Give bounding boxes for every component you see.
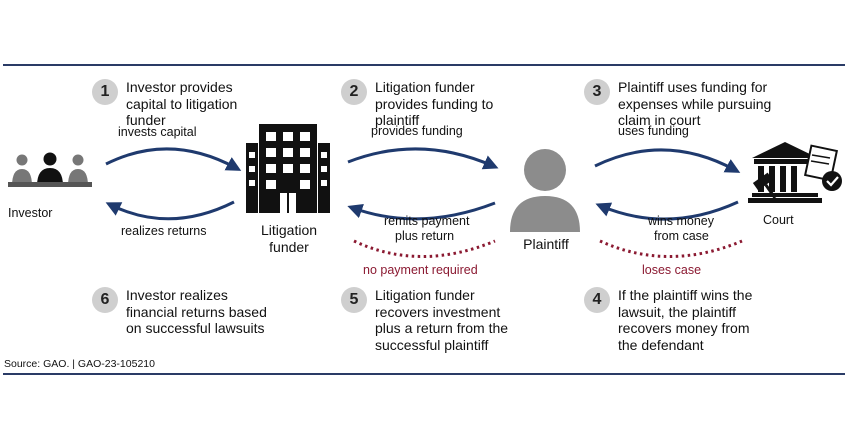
investor-icon	[8, 152, 92, 187]
step-number: 3	[584, 79, 610, 105]
realizes-arrow	[105, 200, 235, 221]
step-6: 6 Investor realizes financial returns ba…	[92, 287, 267, 337]
provides-label: provides funding	[371, 124, 463, 138]
step-number: 6	[92, 287, 118, 313]
funder-label: Litigation funder	[260, 222, 318, 255]
remits-label-2: plus return	[395, 229, 455, 243]
uses-label: uses funding	[618, 124, 689, 138]
wins-label-1: wins money	[648, 214, 714, 228]
invests-arrow	[105, 147, 242, 171]
step-text: Plaintiff uses funding for expenses whil…	[618, 79, 772, 128]
step-number: 1	[92, 79, 118, 105]
no-payment-arc	[353, 239, 496, 258]
step-4: 4 If the plaintiff wins the lawsuit, the…	[584, 287, 752, 353]
step-text: Investor provides capital to litigation …	[126, 79, 238, 128]
court-icon	[748, 142, 842, 203]
remits-label-1: remits payment	[384, 214, 470, 228]
uses-arrow	[594, 148, 741, 173]
building-icon	[246, 124, 330, 213]
step-3: 3 Plaintiff uses funding for expenses wh…	[584, 79, 771, 129]
step-text: Investor realizes financial returns base…	[126, 287, 267, 336]
wins-label-2: from case	[654, 229, 709, 243]
step-text: Litigation funder provides funding to pl…	[375, 79, 494, 128]
provides-arrow	[347, 147, 499, 170]
step-number: 5	[341, 287, 367, 313]
step-text: If the plaintiff wins the lawsuit, the p…	[618, 287, 753, 353]
source-note: Source: GAO. | GAO-23-105210	[4, 358, 155, 370]
loses-case-arc	[599, 239, 743, 258]
plaintiff-icon	[510, 149, 580, 232]
diagram-frame	[3, 64, 845, 375]
step-text: Litigation funder recovers investment pl…	[375, 287, 509, 353]
step-1: 1 Investor provides capital to litigatio…	[92, 79, 237, 129]
plaintiff-label: Plaintiff	[523, 236, 569, 252]
step-number: 2	[341, 79, 367, 105]
realizes-label: realizes returns	[121, 224, 207, 238]
loses-label: loses case	[642, 263, 702, 277]
step-number: 4	[584, 287, 610, 313]
court-label: Court	[763, 213, 794, 227]
investor-label: Investor	[8, 206, 53, 220]
no-payment-label: no payment required	[363, 263, 478, 277]
wins-arrow	[595, 200, 739, 221]
invests-label: invests capital	[118, 125, 197, 139]
step-2: 2 Litigation funder provides funding to …	[341, 79, 493, 129]
remits-arrow	[347, 201, 496, 221]
step-5: 5 Litigation funder recovers investment …	[341, 287, 508, 353]
